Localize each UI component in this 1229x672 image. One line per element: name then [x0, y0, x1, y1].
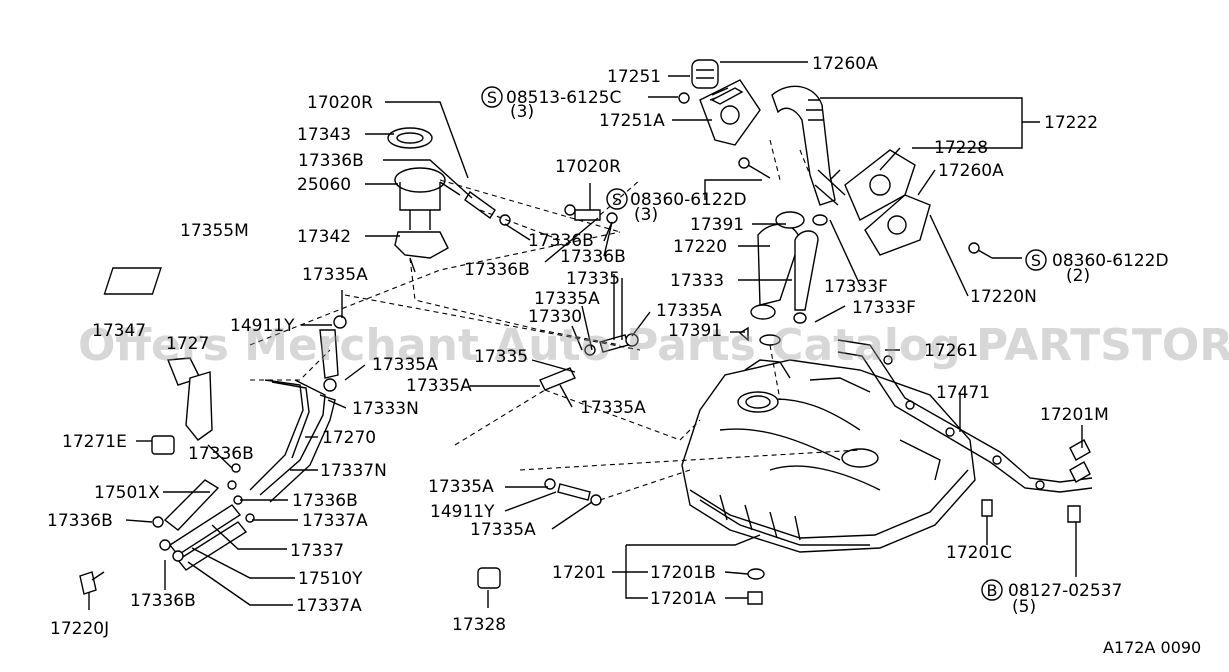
label-17220: 17220 [673, 237, 727, 257]
label-17222: 17222 [1044, 113, 1098, 133]
label-17347: 17347 [92, 321, 146, 341]
label-17330: 17330 [528, 307, 582, 327]
s-mark-1: S [487, 88, 497, 107]
label-17335A-d: 17335A [372, 355, 438, 375]
label-17471: 17471 [936, 383, 990, 403]
label-17336B-f: 17336B [130, 591, 196, 611]
watermark-text: Offers Merchant Auto Parts Catalog PARTS… [78, 320, 1229, 371]
label-17343: 17343 [297, 125, 351, 145]
label-08513-6125C: 08513-6125C [506, 88, 621, 108]
gaskets [678, 59, 993, 259]
label-17201M: 17201M [1040, 405, 1109, 425]
part-labels: 17260A 17251 08513-6125C (3) 17251A 1722… [47, 54, 1201, 657]
label-17335A-h: 17335A [470, 520, 536, 540]
label-17335A-f: 17335A [580, 398, 646, 418]
label-17510Y: 17510Y [298, 569, 363, 589]
label-25060: 25060 [297, 175, 351, 195]
leader-lines [88, 61, 1083, 610]
s-mark-circle-3 [1025, 249, 1047, 271]
label-qty-3b: (3) [634, 205, 658, 225]
label-17333N: 17333N [352, 399, 419, 419]
label-17391-a: 17391 [690, 215, 744, 235]
parts-art [79, 59, 1093, 605]
label-qty-2: (2) [1066, 266, 1090, 286]
label-17337: 17337 [290, 541, 344, 561]
label-17337N: 17337N [320, 461, 387, 481]
label-14911Y-a: 14911Y [230, 316, 295, 336]
dashed-guide-lines [249, 139, 861, 501]
label-17201C: 17201C [946, 543, 1012, 563]
label-17336B-c: 17336B [560, 247, 626, 267]
label-17336B-h: 17336B [188, 444, 254, 464]
label-17336B-b: 17336B [528, 231, 594, 251]
label-17333F-a: 17333F [824, 277, 888, 297]
label-17335-b: 17335 [474, 347, 528, 367]
label-17333: 17333 [670, 271, 724, 291]
diagram-reference-code: A172A 0090 [1103, 638, 1201, 657]
label-17335A-g: 17335A [428, 477, 494, 497]
label-17020R-b: 17020R [555, 157, 621, 177]
fuel-lines [249, 379, 336, 503]
label-08360-6122D-b: 08360-6122D [1052, 251, 1169, 271]
label-17201: 17201 [552, 563, 606, 583]
tank-bracket [837, 339, 1093, 493]
label-17333F-b: 17333F [852, 298, 916, 318]
label-17260A-mid: 17260A [938, 161, 1004, 181]
s-mark-circle-1 [481, 86, 503, 108]
label-17220N: 17220N [970, 287, 1037, 307]
label-17335A-b: 17335A [302, 265, 368, 285]
filler-neck [771, 85, 846, 206]
label-17228: 17228 [934, 138, 988, 158]
label-17201B: 17201B [650, 563, 716, 583]
label-17220J: 17220J [50, 619, 109, 639]
label-17251A: 17251A [599, 111, 665, 131]
label-17391-b: 17391 [668, 321, 722, 341]
label-17501X: 17501X [94, 483, 160, 503]
label-1727x: 1727 [166, 334, 209, 354]
label-08360-6122D-a: 08360-6122D [630, 190, 747, 210]
label-17335A-c: 17335A [656, 301, 722, 321]
lower-hoses [152, 479, 255, 571]
label-17337A-b: 17337A [296, 596, 362, 616]
fuel-pump-assembly [387, 127, 461, 273]
left-bracket [151, 357, 241, 473]
label-17336B-g: 17336B [47, 511, 113, 531]
label-17342: 17342 [297, 227, 351, 247]
label-17020R-a: 17020R [307, 93, 373, 113]
bolts [79, 439, 1091, 605]
label-17335A-e: 17335A [406, 376, 472, 396]
s-mark-3: S [1031, 251, 1041, 270]
label-17336B-e: 17336B [292, 491, 358, 511]
label-17260A-top: 17260A [812, 54, 878, 74]
circled-marks: S S S B [481, 86, 1047, 601]
label-08127-02537: 08127-02537 [1008, 581, 1122, 601]
fuel-tank [681, 359, 976, 553]
label-17201A: 17201A [650, 589, 716, 609]
s-mark-2: S [612, 190, 622, 209]
label-17328: 17328 [452, 615, 506, 635]
label-17337A-a: 17337A [302, 511, 368, 531]
label-17271E: 17271E [62, 432, 127, 452]
label-qty-5: (5) [1012, 597, 1036, 617]
label-qty-3a: (3) [510, 102, 534, 122]
label-17355M: 17355M [180, 221, 249, 241]
label-17261: 17261 [924, 341, 978, 361]
s-mark-circle-2 [606, 188, 628, 210]
label-17336B-a: 17336B [298, 151, 364, 171]
label-17335: 17335 [566, 269, 620, 289]
label-17270: 17270 [322, 428, 376, 448]
filler-hoses [738, 211, 828, 346]
b-mark: B [987, 581, 998, 600]
vent-hoses [319, 190, 639, 506]
b-mark-circle [981, 579, 1003, 601]
label-17336B-d: 17336B [464, 260, 530, 280]
label-17335A-a: 17335A [534, 289, 600, 309]
label-14911Y-b: 14911Y [430, 502, 495, 522]
label-17251: 17251 [607, 67, 661, 87]
